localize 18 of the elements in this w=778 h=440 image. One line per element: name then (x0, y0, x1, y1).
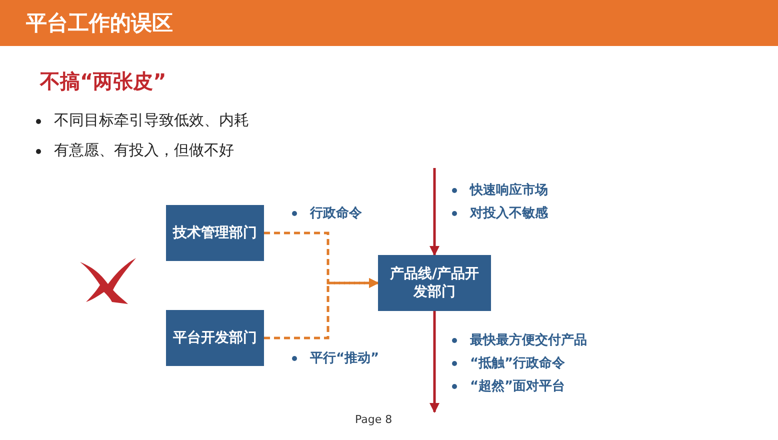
bullet-text: 最快最方便交付产品 (448, 331, 587, 349)
bullet-text: 有意愿、有投入，但做不好 (32, 141, 234, 160)
bullet-text: “超然”面对平台 (448, 377, 566, 395)
arrow (264, 278, 379, 340)
bullet-text: 行政命令 (288, 204, 362, 222)
department-box: 平台开发部门 (166, 310, 264, 366)
bullet-text: 对投入不敏感 (448, 204, 548, 222)
department-box: 产品线/产品开发部门 (378, 255, 491, 311)
page-number: Page 8 (355, 413, 392, 426)
title: 平台工作的误区 (26, 10, 173, 37)
arrow (430, 311, 440, 413)
arrow (430, 168, 440, 256)
subheading: 不搞“两张皮” (40, 68, 166, 95)
bullet-text: 快速响应市场 (448, 181, 548, 199)
department-box: 技术管理部门 (166, 205, 264, 261)
bullet-text: “抵触”行政命令 (448, 354, 566, 372)
bullet-text: 平行“推动” (288, 349, 380, 367)
bullet-text: 不同目标牵引导致低效、内耗 (32, 111, 249, 130)
